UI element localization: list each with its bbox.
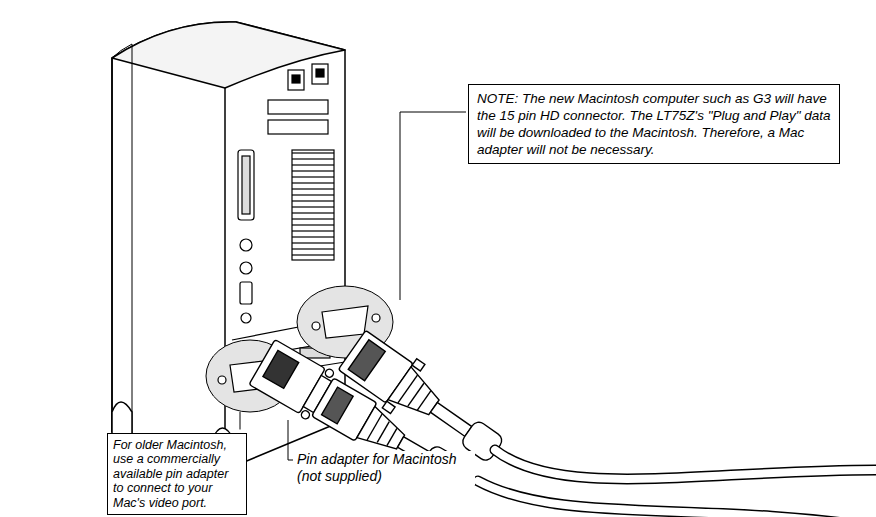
back-panel: [242, 156, 250, 214]
back-panel: [240, 282, 252, 304]
leader-line: [240, 112, 466, 460]
vga-cable-upper: [412, 359, 425, 371]
tower-computer: [112, 22, 345, 470]
back-panel: [292, 75, 300, 83]
vga-cable-upper: [382, 401, 395, 413]
vga-cable-upper: [417, 391, 431, 411]
cable: [478, 481, 876, 517]
back-panel: [312, 64, 328, 84]
back-panel: [268, 120, 328, 134]
vga-cable-upper: [408, 383, 424, 406]
back-panel: [238, 150, 254, 220]
back-panel: [316, 69, 324, 77]
vga-cable-lower: [367, 414, 382, 440]
back-panel: [240, 239, 252, 251]
vga-cable-lower: [322, 387, 354, 424]
vga-cable-upper: [398, 375, 418, 403]
back-panel: [292, 150, 334, 260]
note-text: For older Macintosh, use a commercially …: [113, 438, 241, 511]
tower-computer: [111, 58, 113, 432]
vga-cable-lower: [377, 422, 389, 443]
cable: [478, 450, 876, 517]
back-panel: [268, 100, 328, 114]
back-panel: [288, 70, 304, 90]
hd15-port: [372, 314, 380, 322]
pin-adapter: [300, 409, 311, 420]
tower-computer: [112, 44, 132, 440]
vga-cable-upper: [430, 402, 471, 436]
pin-adapter: [324, 368, 335, 379]
hd15-port: [312, 322, 320, 330]
note-box: NOTE: The new Macintosh computer such as…: [468, 84, 840, 164]
tower-computer: [112, 22, 345, 88]
vga-cable-lower: [387, 428, 397, 445]
cable: [495, 450, 876, 479]
cable: [495, 450, 876, 479]
back-panel: [240, 262, 252, 274]
hd15-port: [218, 376, 226, 384]
vga-cable-upper: [348, 340, 385, 381]
leader-line: [240, 412, 241, 430]
pin-adapter: [263, 350, 299, 388]
leader-line: [288, 420, 293, 460]
note-text: NOTE: The new Macintosh computer such as…: [477, 90, 831, 158]
tower-computer: [112, 22, 345, 470]
leader-line: [400, 112, 466, 300]
tower-computer: [224, 88, 226, 470]
back-panel: [241, 313, 251, 323]
note-box: For older Macintosh, use a commercially …: [107, 433, 247, 516]
part-label: Pin adapter for Macintosh (not supplied): [297, 451, 475, 485]
hd15-port: [322, 306, 368, 338]
cable: [478, 481, 876, 517]
